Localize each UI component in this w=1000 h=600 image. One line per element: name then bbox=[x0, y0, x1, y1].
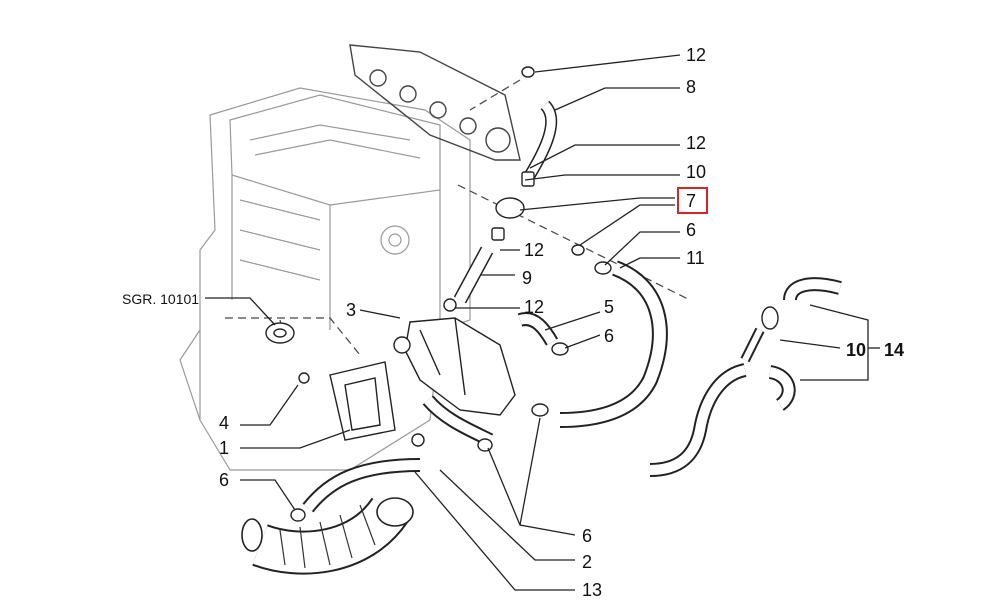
callout-6-left: 6 bbox=[219, 470, 230, 490]
callout-12-lower: 12 bbox=[524, 297, 545, 317]
grommet-sgr bbox=[265, 322, 295, 344]
callout-1: 1 bbox=[219, 438, 230, 458]
callout-2: 2 bbox=[582, 552, 593, 572]
callout-7-highlight-box bbox=[677, 187, 708, 214]
bracket-1 bbox=[329, 361, 396, 441]
hose-lower-left bbox=[302, 458, 421, 513]
callout-12-mid: 12 bbox=[524, 240, 545, 260]
housing-3 bbox=[393, 317, 516, 416]
callout-10-upper: 10 bbox=[686, 162, 707, 182]
hose-clamps bbox=[290, 66, 612, 522]
hose-assembly-14 bbox=[649, 277, 842, 477]
callout-9: 9 bbox=[522, 268, 533, 288]
callout-12-second: 12 bbox=[686, 133, 707, 153]
callout-7: 7 bbox=[686, 191, 697, 211]
exhaust-manifold bbox=[349, 44, 521, 161]
callout-3: 3 bbox=[346, 300, 357, 320]
hose-11 bbox=[559, 260, 668, 428]
lower-hose bbox=[422, 395, 494, 447]
callout-6-right: 6 bbox=[604, 326, 615, 346]
hose-8 bbox=[524, 100, 558, 179]
leader-lines bbox=[205, 54, 880, 591]
callout-13: 13 bbox=[582, 580, 603, 600]
callout-sgr-10101: SGR. 10101 bbox=[122, 291, 200, 307]
callout-8: 8 bbox=[686, 77, 697, 97]
callout-12-top: 12 bbox=[686, 45, 707, 65]
callout-10-right: 10 bbox=[846, 340, 867, 360]
callout-11: 11 bbox=[686, 248, 705, 268]
callout-6-upper: 6 bbox=[686, 220, 697, 240]
callout-5: 5 bbox=[604, 297, 615, 317]
hose-9 bbox=[453, 246, 494, 304]
engine-block-outline bbox=[179, 87, 471, 471]
callout-14: 14 bbox=[884, 340, 905, 360]
callout-6-bottom: 6 bbox=[582, 526, 593, 546]
valve-7 bbox=[491, 171, 535, 241]
hose-5 bbox=[517, 312, 559, 346]
duct-13 bbox=[241, 496, 414, 575]
callout-4: 4 bbox=[219, 413, 230, 433]
